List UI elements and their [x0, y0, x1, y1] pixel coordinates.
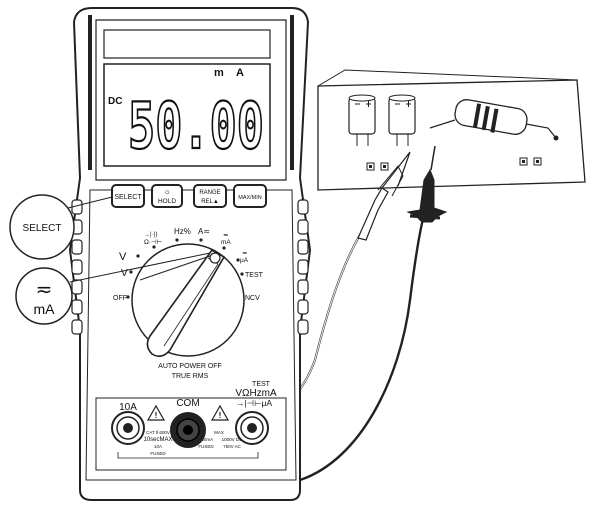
warning-icon: [210, 404, 230, 421]
dial-off: OFF: [113, 295, 127, 302]
auto-power-off-label: AUTO POWER OFF: [158, 363, 222, 370]
maxmin-button[interactable]: MAX/MIN: [233, 184, 267, 208]
dial-diode: →|·)): [144, 232, 158, 238]
dial-ua: ≂μA: [240, 250, 249, 264]
svg-text:SELECT: SELECT: [114, 194, 142, 201]
svg-text:RANGE: RANGE: [199, 190, 220, 196]
terminal-test-label: TEST: [252, 381, 271, 388]
select-callout: SELECT: [9, 194, 113, 260]
terminal-10a-label: 10A: [119, 402, 137, 413]
dial-v-ac: V: [121, 268, 128, 279]
dial-v-dc: V: [119, 251, 127, 263]
range-rel-button[interactable]: RANGE REL▲: [193, 184, 227, 208]
select-callout-label: SELECT: [23, 223, 62, 234]
svg-text:!: !: [219, 411, 222, 420]
svg-text:CAT Ⅱ 600V: CAT Ⅱ 600V: [146, 430, 170, 435]
ma-callout-symbol: ≂: [36, 279, 53, 301]
resistor: [429, 99, 559, 141]
svg-text:MAX: MAX: [214, 430, 224, 435]
svg-text:FUSED: FUSED: [198, 444, 214, 449]
svg-text:REL▲: REL▲: [201, 199, 219, 205]
terminal-com-label: COM: [176, 398, 199, 409]
ma-callout-label: mA: [34, 301, 56, 317]
jack-vohm[interactable]: [235, 411, 269, 445]
svg-text:HOLD: HOLD: [158, 198, 176, 205]
capacitor-right: [388, 94, 416, 146]
svg-text:750V AC: 750V AC: [223, 444, 242, 449]
jack-10a[interactable]: [111, 411, 145, 445]
svg-text:1000V DC: 1000V DC: [222, 437, 244, 442]
display-unit: A: [236, 67, 244, 79]
display-mode: DC: [108, 96, 122, 107]
warning-icon: [146, 404, 166, 421]
dial-test: TEST: [245, 272, 264, 279]
circuit-board: [317, 69, 586, 191]
dial-ohm-cap: Ω·⊣⊢: [144, 239, 163, 246]
display-unit-prefix: m: [214, 67, 224, 79]
select-button[interactable]: SELECT: [111, 184, 145, 208]
lcd-display: DC 50.00 m A: [103, 29, 271, 167]
svg-text:600mA: 600mA: [199, 437, 213, 442]
true-rms-label: TRUE RMS: [172, 373, 209, 380]
terminal-diode-ua-label: →|⊣⊢μA: [236, 398, 272, 408]
svg-text:MAX/MIN: MAX/MIN: [238, 195, 262, 201]
terminal-panel: 10A COM TEST VΩHzmA →|⊣⊢μA ! ! CAT Ⅱ 600…: [95, 381, 287, 471]
rotary-dial-labels: V →|·)) Ω·⊣⊢ Hz% A≂ ≂mA ≂μA TEST NCV OFF…: [113, 227, 264, 302]
dial-hz: Hz%: [174, 227, 191, 236]
svg-text:FUSED: FUSED: [150, 451, 166, 456]
rotary-dial[interactable]: [131, 243, 245, 358]
light-icon: ☼: [163, 187, 170, 196]
ma-callout: ≂ mA: [15, 252, 211, 325]
dial-ncv: NCV: [245, 295, 260, 302]
svg-text:!: !: [155, 411, 158, 420]
jack-com[interactable]: [170, 412, 206, 448]
hold-button[interactable]: ☼ HOLD: [151, 184, 183, 208]
dial-amp: A≂: [198, 227, 210, 236]
display-reading: 50.00: [128, 90, 264, 164]
svg-text:10secMAX: 10secMAX: [143, 437, 172, 443]
dial-ma: ≂mA: [221, 232, 231, 246]
svg-text:10A: 10A: [154, 444, 162, 449]
capacitor-left: [348, 94, 376, 146]
terminal-vohm-label: VΩHzmA: [235, 388, 277, 399]
